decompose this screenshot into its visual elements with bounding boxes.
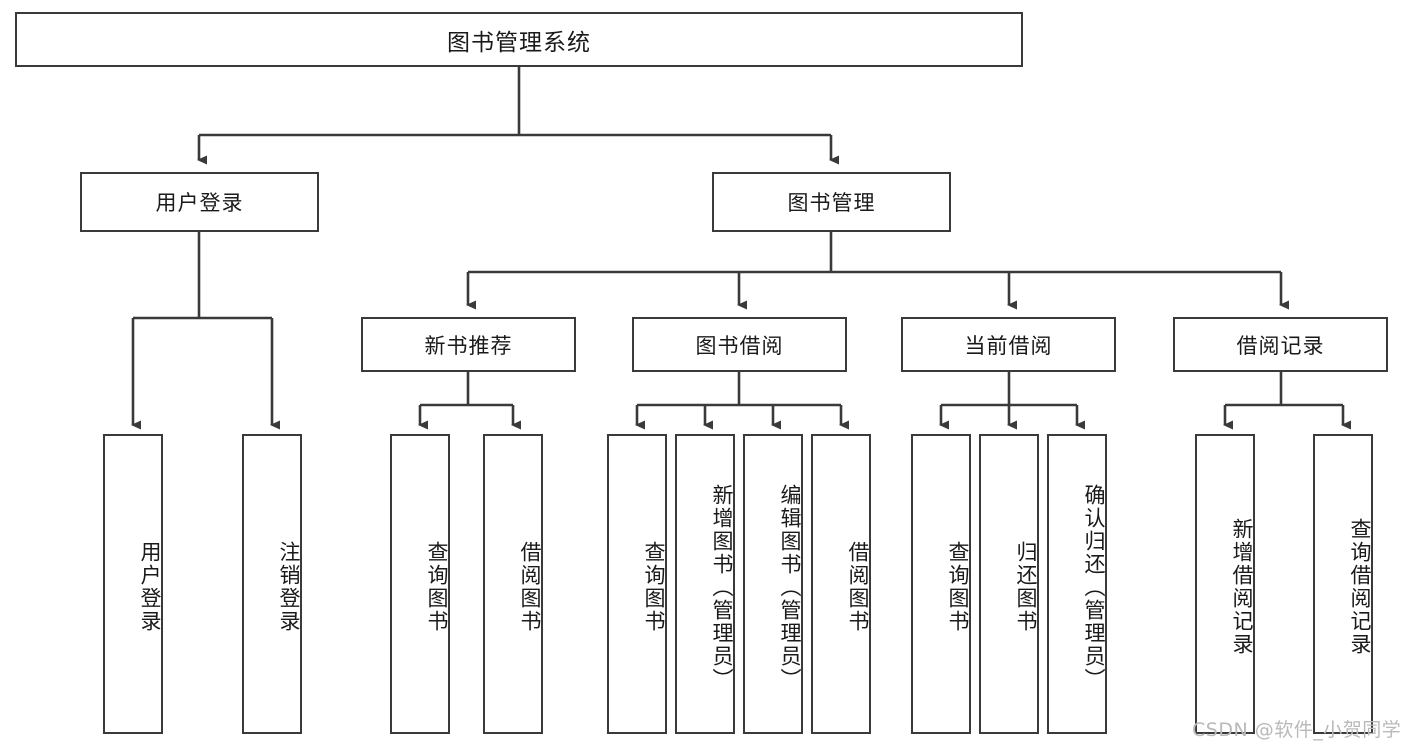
- leaf-borrow-query-book-label: 查询图书: [642, 541, 666, 633]
- leaf-newbook-query-book[interactable]: 查询图书: [390, 434, 450, 734]
- node-user-login-label: 用户登录: [155, 191, 244, 215]
- leaf-newbook-borrow-book-label: 借阅图书: [518, 541, 542, 633]
- leaf-current-confirm-return-admin[interactable]: 确认归还（管理员）: [1047, 434, 1107, 734]
- leaf-record-add-record-label: 新增借阅记录: [1230, 518, 1254, 656]
- node-new-book-recommend-label: 新书推荐: [424, 333, 513, 358]
- leaf-user-login-label: 用户登录: [138, 541, 162, 633]
- node-book-borrow-label: 图书借阅: [695, 333, 784, 358]
- leaf-user-login[interactable]: 用户登录: [103, 434, 163, 734]
- node-borrow-record-label: 借阅记录: [1236, 333, 1325, 358]
- node-current-borrow-label: 当前借阅: [964, 333, 1053, 358]
- node-book-management[interactable]: 图书管理: [712, 172, 951, 232]
- leaf-borrow-query-book[interactable]: 查询图书: [607, 434, 667, 734]
- leaf-current-return-book-label: 归还图书: [1014, 541, 1038, 633]
- leaf-borrow-borrow-book[interactable]: 借阅图书: [811, 434, 871, 734]
- watermark: CSDN @软件_小贺同学: [1192, 719, 1402, 741]
- leaf-logout[interactable]: 注销登录: [242, 434, 302, 734]
- node-new-book-recommend[interactable]: 新书推荐: [361, 317, 576, 372]
- leaf-newbook-borrow-book[interactable]: 借阅图书: [483, 434, 543, 734]
- leaf-record-add-record[interactable]: 新增借阅记录: [1195, 434, 1255, 734]
- node-book-management-label: 图书管理: [787, 191, 876, 215]
- leaf-record-query-record[interactable]: 查询借阅记录: [1313, 434, 1373, 734]
- leaf-current-query-book[interactable]: 查询图书: [911, 434, 971, 734]
- node-borrow-record[interactable]: 借阅记录: [1173, 317, 1388, 372]
- leaf-current-query-book-label: 查询图书: [946, 541, 970, 633]
- node-user-login[interactable]: 用户登录: [80, 172, 319, 232]
- node-root-label: 图书管理系统: [447, 29, 591, 56]
- leaf-logout-label: 注销登录: [277, 541, 301, 633]
- leaf-newbook-query-book-label: 查询图书: [425, 541, 449, 633]
- leaf-borrow-edit-book-admin[interactable]: 编辑图书（管理员）: [743, 434, 803, 734]
- leaf-current-confirm-return-admin-label: 确认归还（管理员）: [1082, 483, 1106, 691]
- leaf-record-query-record-label: 查询借阅记录: [1348, 518, 1372, 656]
- leaf-borrow-add-book-admin[interactable]: 新增图书（管理员）: [675, 434, 735, 734]
- leaf-borrow-add-book-admin-label: 新增图书（管理员）: [710, 483, 734, 691]
- leaf-borrow-edit-book-admin-label: 编辑图书（管理员）: [778, 483, 802, 691]
- leaf-borrow-borrow-book-label: 借阅图书: [846, 541, 870, 633]
- node-current-borrow[interactable]: 当前借阅: [901, 317, 1116, 372]
- leaf-current-return-book[interactable]: 归还图书: [979, 434, 1039, 734]
- node-root[interactable]: 图书管理系统: [15, 12, 1023, 67]
- node-book-borrow[interactable]: 图书借阅: [632, 317, 847, 372]
